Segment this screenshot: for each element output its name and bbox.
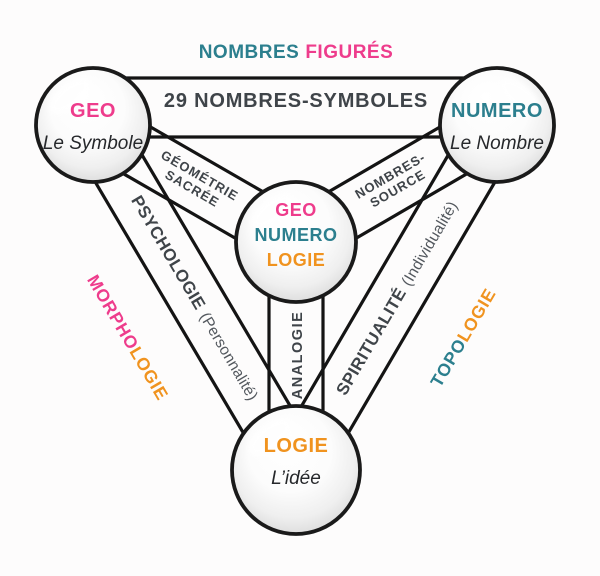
analogie-label: ANALOGIE xyxy=(290,311,306,400)
psychologie-band-outer-line xyxy=(68,137,275,484)
geonumerologie-line2: NUMERO xyxy=(255,225,338,245)
top-band-label: 29 NOMBRES-SYMBOLES xyxy=(164,90,428,112)
node-logie: LOGIE L’idée xyxy=(230,404,362,536)
geo-subtitle: Le Symbole xyxy=(43,133,143,154)
title-nombres: NOMBRES xyxy=(199,42,300,63)
numero-sphere-highlight xyxy=(499,78,541,114)
logie-sphere-highlight xyxy=(248,418,292,456)
geo-sphere-highlight xyxy=(49,78,91,114)
logie-subtitle: L’idée xyxy=(271,468,321,489)
psychologie-band-inner-line xyxy=(114,110,321,457)
analogie-label-text: ANALOGIE xyxy=(290,311,306,400)
node-geo: GEO Le Symbole xyxy=(34,66,152,184)
spiritualite-band-inner-line xyxy=(271,110,476,457)
numero-subtitle: Le Nombre xyxy=(450,133,544,154)
geonumerologie-line3: LOGIE xyxy=(267,250,326,270)
numero-sphere xyxy=(438,66,556,184)
spiritualite-band-outer-line xyxy=(317,137,522,484)
geonumerologie-line1: GEO xyxy=(275,200,317,220)
numero-name: NUMERO xyxy=(451,100,543,122)
geonumerologie-sphere-highlight xyxy=(251,193,293,229)
logie-name: LOGIE xyxy=(264,435,329,457)
title-figures: FIGURÉS xyxy=(305,41,393,63)
node-numero: NUMERO Le Nombre xyxy=(438,66,556,184)
geo-name: GEO xyxy=(70,100,116,122)
node-geonumerologie: GEO NUMERO LOGIE xyxy=(234,180,358,304)
geo-sphere xyxy=(34,66,152,184)
